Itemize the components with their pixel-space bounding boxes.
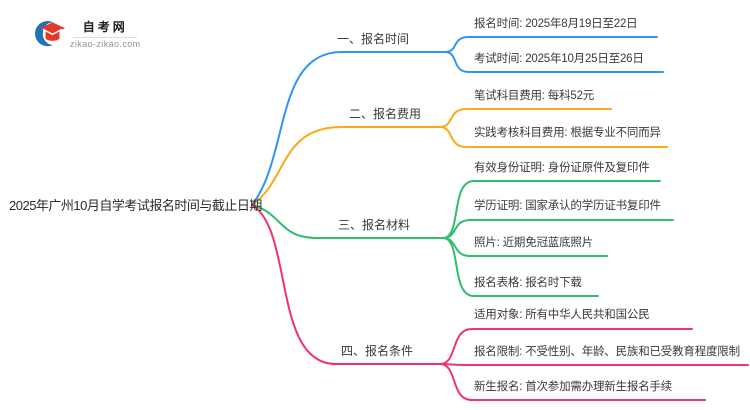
branch-time-child-link — [444, 36, 658, 53]
site-logo: 自考网 zikao-zikao.com — [30, 18, 141, 49]
branch-time-child-link — [444, 51, 664, 73]
branch-materials-child-link — [442, 219, 674, 239]
logo-divider — [73, 37, 138, 38]
leaf-topic: 报名时间: 2025年8月19日至22日 — [474, 18, 638, 30]
branch-conditions-child-link — [439, 363, 706, 401]
branch-materials-child-link — [442, 237, 599, 297]
root-topic: 2025年广州10月自学考试报名时间与截止日期 — [9, 198, 262, 213]
branch-time-label: 一、报名时间 — [337, 32, 410, 46]
logo-text-block: 自考网 zikao-zikao.com — [70, 18, 141, 49]
leaf-topic: 照片: 近期免冠蓝底照片 — [474, 237, 593, 249]
leaf-topic: 报名限制: 不受性别、年龄、民族和已受教育程度限制 — [474, 346, 740, 358]
branch-materials-label: 三、报名材料 — [338, 218, 411, 232]
leaf-topic: 笔试科目费用: 每科52元 — [474, 90, 595, 102]
leaf-topic: 学历证明: 国家承认的学历证书复印件 — [474, 200, 661, 212]
branch-conditions-links — [251, 204, 749, 401]
branch-materials-links — [251, 180, 674, 297]
branch-time-links — [251, 36, 664, 206]
leaf-topic: 新生报名: 首次参加需办理新生报名手续 — [474, 381, 673, 393]
branch-fee-main-link — [251, 126, 441, 206]
branch-conditions-label: 四、报名条件 — [341, 344, 414, 358]
branch-fee-child-link — [439, 108, 612, 128]
branch-conditions-child-link — [439, 363, 749, 366]
branch-materials-child-link — [442, 180, 661, 239]
branch-conditions-main-link — [251, 204, 441, 365]
branch-fee-links — [251, 108, 668, 206]
logo-title: 自考网 — [82, 20, 128, 34]
branch-fee-child-link — [439, 126, 668, 148]
leaf-topic: 实践考核科目费用: 根据专业不同而异 — [474, 127, 661, 139]
leaf-topic: 有效身份证明: 身份证原件及复印件 — [474, 162, 650, 174]
branch-materials-main-link — [251, 204, 444, 239]
leaf-topic: 报名表格: 报名时下载 — [474, 277, 582, 289]
leaf-topic: 考试时间: 2025年10月25日至26日 — [474, 53, 644, 65]
branch-fee-label: 二、报名费用 — [349, 107, 422, 121]
branch-time-main-link — [251, 51, 446, 206]
branch-conditions-child-link — [439, 328, 693, 365]
logo-domain: zikao-zikao.com — [70, 39, 141, 49]
graduation-cap-icon — [35, 21, 65, 47]
leaf-topic: 适用对象: 所有中华人民共和国公民 — [474, 309, 650, 321]
